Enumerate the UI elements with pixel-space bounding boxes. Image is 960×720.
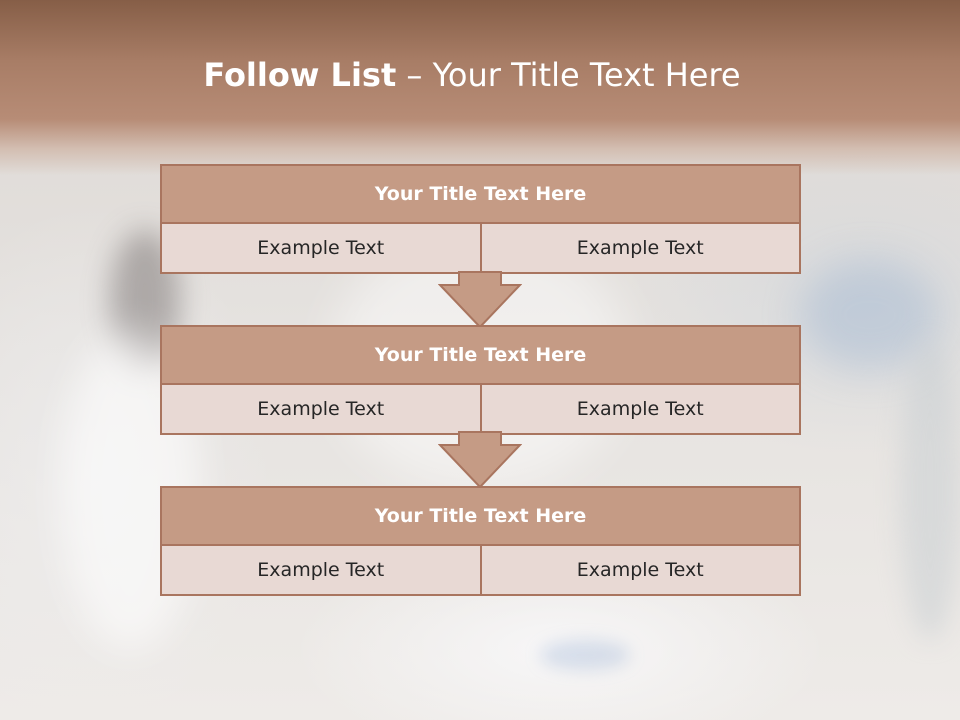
down-arrow-icon-2 <box>438 431 522 489</box>
step-3-left-cell: Example Text <box>162 546 480 594</box>
slide-title-bold: Follow List <box>203 56 397 94</box>
step-title-2: Your Title Text Here <box>162 327 799 385</box>
step-title-1: Your Title Text Here <box>162 166 799 224</box>
step-panel-1: Your Title Text Here Example Text Exampl… <box>160 164 801 274</box>
slide-title-rest: – Your Title Text Here <box>396 56 741 94</box>
step-3-right-cell: Example Text <box>479 546 799 594</box>
step-row-3: Example Text Example Text <box>162 546 799 594</box>
slide-title: Follow List – Your Title Text Here <box>0 52 944 98</box>
step-2-left-cell: Example Text <box>162 385 480 433</box>
step-row-2: Example Text Example Text <box>162 385 799 433</box>
step-row-1: Example Text Example Text <box>162 224 799 272</box>
down-arrow-icon-1 <box>438 271 522 329</box>
header-band <box>0 0 960 175</box>
step-panel-3: Your Title Text Here Example Text Exampl… <box>160 486 801 596</box>
step-1-right-cell: Example Text <box>479 224 799 272</box>
step-2-right-cell: Example Text <box>479 385 799 433</box>
step-title-3: Your Title Text Here <box>162 488 799 546</box>
step-1-left-cell: Example Text <box>162 224 480 272</box>
step-panel-2: Your Title Text Here Example Text Exampl… <box>160 325 801 435</box>
